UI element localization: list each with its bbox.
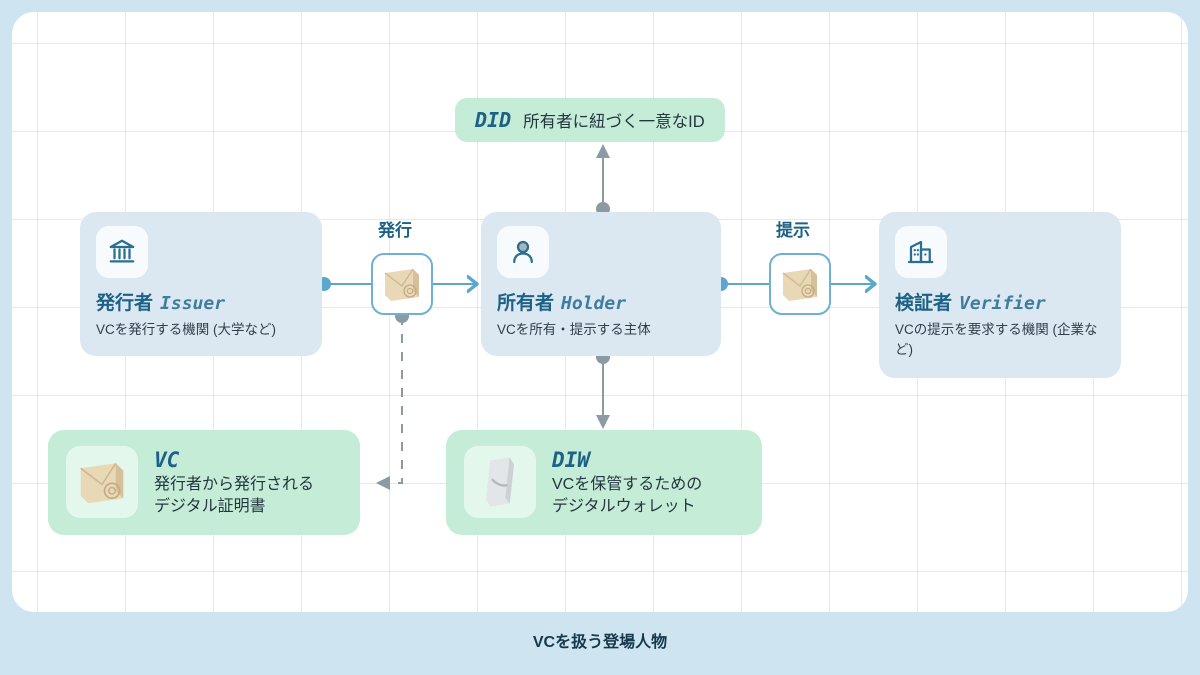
flow-label-issue: 発行 [378, 221, 412, 240]
did-value: 所有者に紐づく一意なID [523, 113, 705, 131]
artifact-desc-diw-line2: デジタルウォレット [552, 498, 696, 516]
role-title-verifier: 検証者 Verifier [895, 288, 1105, 315]
bank-icon [96, 226, 148, 278]
role-title-en: Issuer [160, 293, 226, 314]
role-card-verifier[interactable]: 検証者 Verifier VCの提示を要求する機関 (企業など) [879, 212, 1121, 378]
role-card-holder[interactable]: 所有者 Holder VCを所有・提示する主体 [481, 212, 721, 356]
role-desc-holder: VCを所有・提示する主体 [497, 322, 651, 337]
role-title-en: Holder [561, 293, 627, 314]
flow-box-present[interactable] [769, 253, 831, 315]
flow-label-present: 提示 [776, 221, 810, 240]
role-title-holder: 所有者 Holder [497, 288, 705, 315]
role-title-issuer: 発行者 Issuer [96, 288, 306, 315]
role-title-ja: 所有者 [497, 293, 555, 314]
artifact-desc-diw-line1: VCを保管するための [552, 476, 703, 493]
did-key: DID [475, 108, 512, 132]
did-badge: DID 所有者に紐づく一意なID [455, 98, 725, 142]
artifact-card-diw[interactable]: DIW VCを保管するための デジタルウォレット [446, 430, 762, 535]
artifact-card-vc[interactable]: VC 発行者から発行される デジタル証明書 [48, 430, 360, 535]
role-card-issuer[interactable]: 発行者 Issuer VCを発行する機関 (大学など) [80, 212, 322, 356]
wallet-icon [464, 446, 536, 518]
artifact-desc-vc-line1: 発行者から発行される [154, 476, 315, 493]
role-desc-verifier: VCの提示を要求する機関 (企業など) [895, 322, 1098, 357]
certificate-icon [66, 446, 138, 518]
flow-box-issue[interactable] [371, 253, 433, 315]
diagram-caption: VCを扱う登場人物 [532, 634, 668, 651]
office-building-icon [895, 226, 947, 278]
artifact-desc-vc-line2: デジタル証明書 [154, 498, 266, 516]
certificate-icon [384, 268, 419, 301]
artifact-title-vc: VC [154, 448, 180, 472]
artifact-title-diw: DIW [552, 448, 590, 472]
certificate-icon [782, 268, 817, 301]
role-title-ja: 発行者 [96, 293, 154, 314]
role-title-en: Verifier [959, 293, 1046, 314]
person-icon [497, 226, 549, 278]
role-desc-issuer: VCを発行する機関 (大学など) [96, 322, 276, 337]
role-title-ja: 検証者 [895, 293, 953, 314]
